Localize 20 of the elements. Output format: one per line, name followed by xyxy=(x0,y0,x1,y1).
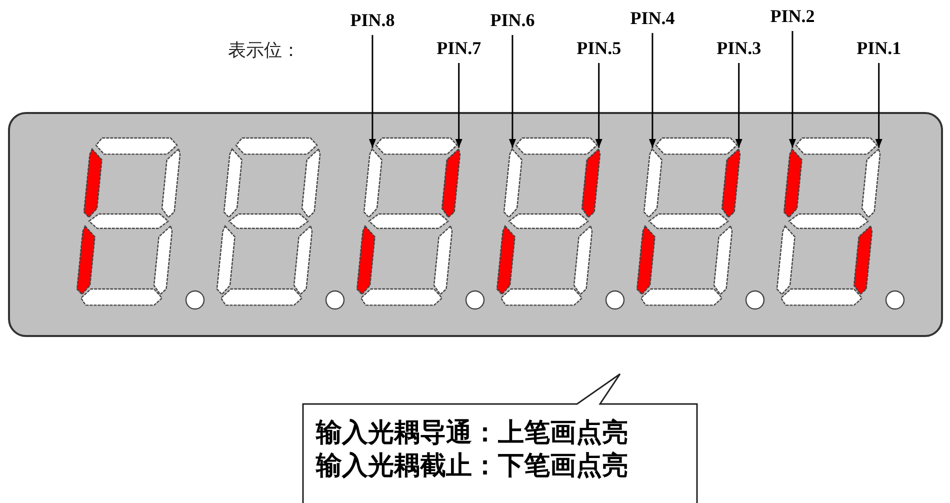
arrow xyxy=(788,31,796,148)
arrow xyxy=(735,63,742,148)
display-panel xyxy=(8,112,943,337)
arrow xyxy=(648,33,656,148)
arrow xyxy=(368,35,376,148)
pin-label: PIN.3 xyxy=(716,38,762,59)
pin-label: PIN.1 xyxy=(856,38,902,59)
pin-label: PIN.2 xyxy=(770,6,815,27)
pin-label: PIN.8 xyxy=(350,10,395,31)
pin-label: PIN.5 xyxy=(576,38,622,59)
display-position-label: 表示位： xyxy=(228,39,300,62)
arrow xyxy=(595,63,602,148)
pin-label: PIN.6 xyxy=(490,10,535,31)
pin-label: PIN.4 xyxy=(630,8,675,29)
arrow xyxy=(875,63,882,148)
callout-text: 输入光耦导通：上笔画点亮 xyxy=(316,418,628,448)
arrow xyxy=(508,35,516,148)
arrow xyxy=(455,63,462,148)
pin-label: PIN.7 xyxy=(436,38,482,59)
callout-text: 输入光耦截止：下笔画点亮 xyxy=(316,451,628,481)
